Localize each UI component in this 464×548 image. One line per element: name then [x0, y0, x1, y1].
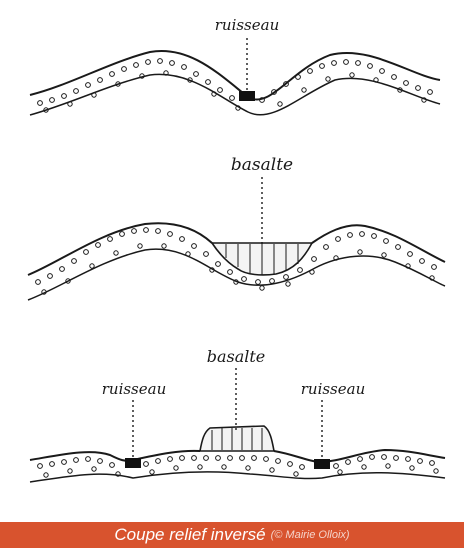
panel-stream-valley: ruisseau: [30, 16, 440, 115]
label-basalte: basalte: [207, 347, 266, 366]
label-ruisseau-left: ruisseau: [102, 380, 167, 398]
basalt-plateau: [200, 426, 274, 451]
stream-marker: [239, 91, 255, 101]
caption-title: Coupe relief inversé: [114, 525, 265, 545]
caption-credit: (© Mairie Olloix): [271, 529, 350, 541]
rock-layer-lower-line: [30, 472, 445, 482]
label-ruisseau-right: ruisseau: [301, 380, 366, 398]
label-ruisseau: ruisseau: [215, 16, 280, 34]
relief-diagram: ruisseau basalte: [0, 0, 464, 522]
label-basalte: basalte: [231, 155, 293, 175]
panel-inverted-relief: basalte ruisseau ruisseau: [30, 347, 445, 482]
stream-left-marker: [125, 458, 141, 468]
panel-basalt-fill: basalte: [28, 155, 445, 300]
caption-bar: Coupe relief inversé (© Mairie Olloix): [0, 522, 464, 548]
ground-surface-line: [30, 51, 440, 100]
stream-right-marker: [314, 459, 330, 469]
